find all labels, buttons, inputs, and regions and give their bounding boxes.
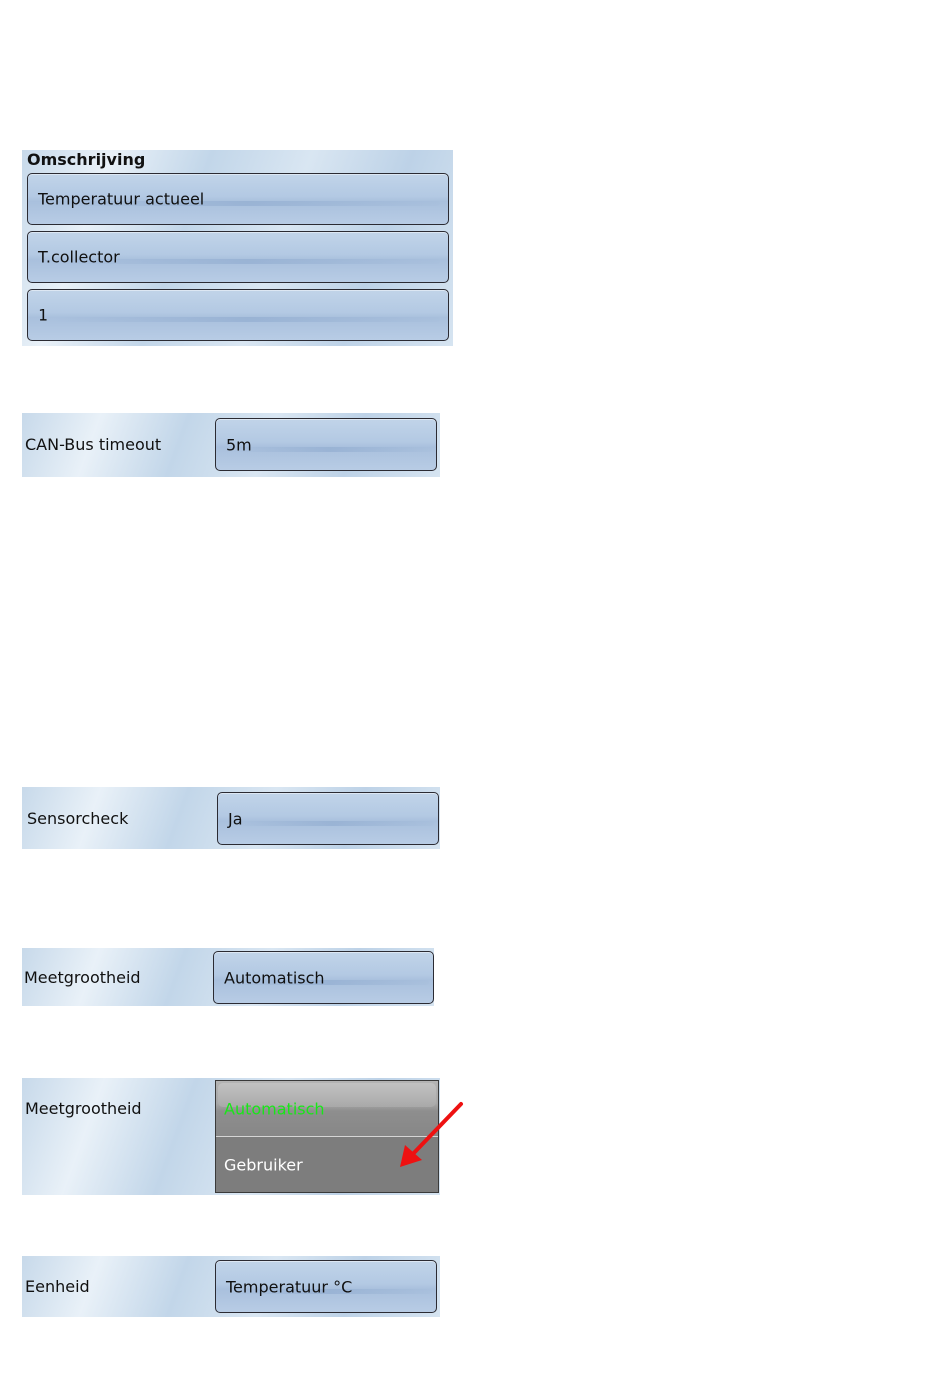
sensorcheck-label: Sensorcheck	[27, 809, 128, 828]
red-arrow-icon	[395, 1100, 467, 1172]
meetgrootheid-field[interactable]: Automatisch	[213, 951, 434, 1004]
eenheid-value: Temperatuur °C	[226, 1277, 352, 1296]
dropdown-option-gebruiker-label: Gebruiker	[224, 1156, 303, 1175]
dropdown-option-automatisch-label: Automatisch	[224, 1099, 325, 1118]
meetgrootheid-value: Automatisch	[224, 968, 325, 987]
eenheid-field[interactable]: Temperatuur °C	[215, 1260, 437, 1313]
description-panel: Omschrijving Temperatuur actueel T.colle…	[22, 150, 453, 346]
can-bus-timeout-row: CAN-Bus timeout 5m	[22, 413, 440, 477]
description-field-3[interactable]: 1	[27, 289, 449, 341]
sensorcheck-field[interactable]: Ja	[217, 792, 439, 845]
description-field-3-value: 1	[38, 306, 48, 325]
can-bus-timeout-field[interactable]: 5m	[215, 418, 437, 471]
meetgrootheid-dropdown-label: Meetgrootheid	[25, 1099, 142, 1118]
description-field-1-value: Temperatuur actueel	[38, 190, 204, 209]
description-heading: Omschrijving	[27, 150, 145, 169]
meetgrootheid-dropdown-row: Meetgrootheid Automatisch Gebruiker	[22, 1078, 440, 1195]
description-field-2[interactable]: T.collector	[27, 231, 449, 283]
can-bus-timeout-label: CAN-Bus timeout	[25, 435, 161, 454]
meetgrootheid-row: Meetgrootheid Automatisch	[22, 948, 434, 1006]
can-bus-timeout-value: 5m	[226, 435, 252, 454]
eenheid-label: Eenheid	[25, 1277, 90, 1296]
sensorcheck-value: Ja	[228, 809, 243, 828]
meetgrootheid-label: Meetgrootheid	[24, 968, 141, 987]
description-field-1[interactable]: Temperatuur actueel	[27, 173, 449, 225]
eenheid-row: Eenheid Temperatuur °C	[22, 1256, 440, 1317]
description-field-2-value: T.collector	[38, 248, 120, 267]
sensorcheck-row: Sensorcheck Ja	[22, 787, 440, 849]
